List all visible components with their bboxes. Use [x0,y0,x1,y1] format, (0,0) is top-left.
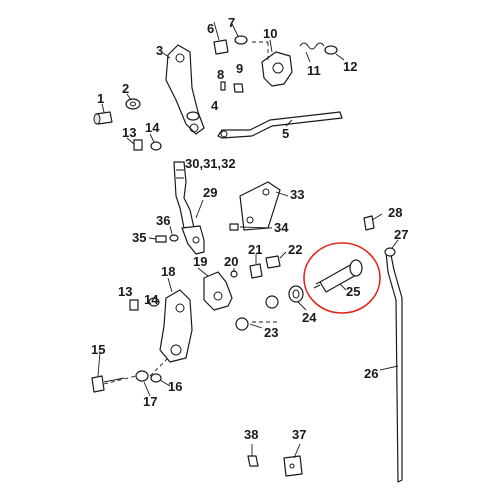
screw-part-13-top [133,139,143,151]
callout-2: 2 [122,81,129,96]
callout-17: 17 [143,394,157,409]
shift-lever-part-3 [165,44,205,135]
callout-9: 9 [236,61,243,76]
highlight-ring [303,242,381,314]
callout-7: 7 [228,15,235,30]
washer-part-36 [169,234,179,242]
bushing-part-6 [213,39,229,55]
callout-4: 4 [211,98,219,113]
plate-part-33 [239,181,281,231]
bushing-part-24 [288,285,304,303]
callout-8: 8 [217,67,224,82]
callout-23: 23 [264,325,278,340]
callout-35: 35 [132,230,146,245]
callout-11: 11 [307,63,321,78]
screw-part-34 [229,223,239,231]
callout-6: 6 [207,21,214,36]
callout-30-31-32: 30,31,32 [185,156,236,171]
callout-28: 28 [388,205,402,220]
bushing-part-23a [265,295,279,309]
callout-21: 21 [248,242,262,257]
screw-part-38 [247,455,259,467]
nut-part-9 [233,83,244,93]
washer-part-14-top [150,141,162,151]
screw-part-8 [220,81,226,91]
callout-20: 20 [224,254,238,269]
callout-38: 38 [244,427,258,442]
spacer-part-21 [249,263,263,279]
callout-34: 34 [274,220,289,235]
washer-part-16 [150,373,162,383]
callout-12: 12 [343,59,357,74]
callout-1: 1 [97,91,104,106]
shift-rod-part-26 [385,249,403,483]
callout-13-top: 13 [122,125,136,140]
screw-part-35 [155,235,167,243]
callout-15: 15 [91,342,105,357]
bushing-part-23b [235,317,249,331]
washer-part-14-bottom [148,297,160,307]
nut-part-17 [135,370,149,382]
callout-3: 3 [156,43,163,58]
callout-16: 16 [168,379,182,394]
washer-part-2 [125,98,141,110]
washer-part-12 [324,45,338,55]
callout-26: 26 [364,366,378,381]
callout-25: 25 [346,284,360,299]
callout-19: 19 [193,254,207,269]
lever-part-19 [203,271,233,311]
bushing-part-22 [265,255,281,269]
callout-24: 24 [302,310,317,325]
spring-part-11 [299,42,325,50]
callout-22: 22 [288,242,302,257]
bolt-part-15 [91,375,105,393]
callout-13-bottom: 13 [118,284,132,299]
callout-29: 29 [203,185,217,200]
shift-arm-part-10 [261,51,293,87]
rod-end-part-27 [384,247,396,257]
callout-14-top: 14 [145,120,160,135]
callout-33: 33 [290,187,304,202]
plate-part-37 [283,455,303,477]
callout-18: 18 [161,264,175,279]
clip-part-28 [363,215,375,231]
washer-part-4 [186,111,200,121]
callout-37: 37 [292,427,306,442]
screw-part-13-bottom [129,299,139,311]
switch-part-30 [173,161,195,237]
callout-36: 36 [156,213,170,228]
bushing-part-7 [234,35,248,45]
callout-14-bottom: 14 [144,292,159,307]
callout-10: 10 [263,26,277,41]
shift-rod-part-5 [217,111,343,139]
callout-27: 27 [394,227,408,242]
main-lever-part-18 [159,289,193,363]
callout-5: 5 [282,126,289,141]
